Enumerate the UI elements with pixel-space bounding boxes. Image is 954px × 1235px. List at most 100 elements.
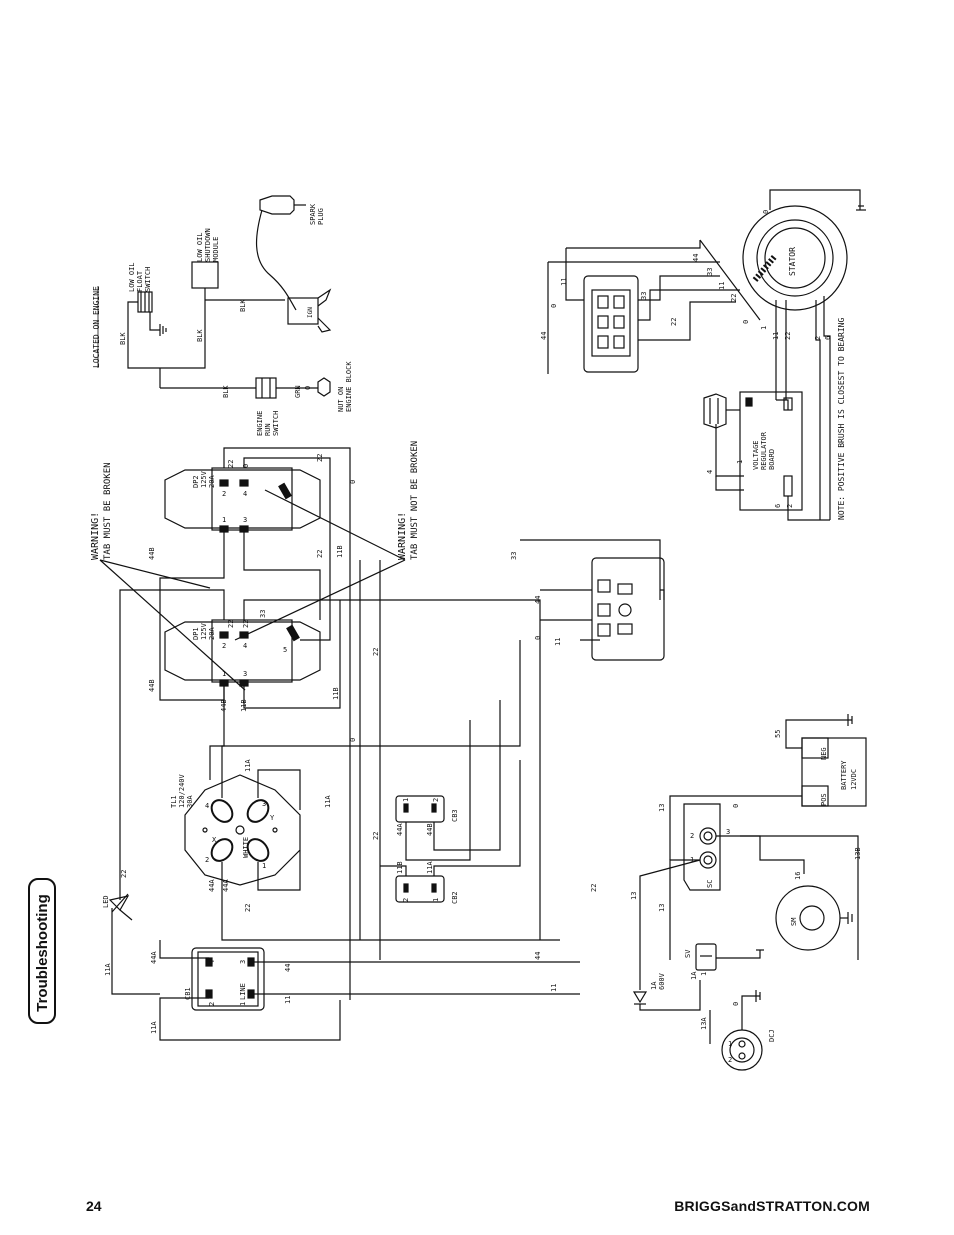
- cb1-pin-3: 3: [239, 960, 247, 964]
- vr-label-1: VOLTAGE: [752, 440, 760, 470]
- blk-label-2: BLK: [196, 329, 204, 342]
- wire-label-22d: 22: [227, 620, 235, 628]
- tl1-pin-3: 3: [262, 800, 266, 808]
- cb1-pin-4: 4: [208, 960, 216, 964]
- wire-label-6-vr: 6: [774, 504, 782, 508]
- sm-label: SM: [790, 918, 798, 926]
- diode-label-1: 1A: [650, 981, 658, 990]
- diode-label-2: 600V: [658, 972, 666, 990]
- wire-label-33-st2: 33: [706, 268, 714, 276]
- dp2-label-3: 20A: [208, 475, 216, 488]
- dp1-label-1: DP1: [192, 627, 200, 640]
- dp2-label-2: 125V: [200, 470, 208, 488]
- cb2-pin-2: 2: [402, 898, 410, 902]
- wire-label-11-stator: 11: [772, 332, 780, 340]
- section-tab: Troubleshooting: [28, 878, 56, 1024]
- led-label: LED: [102, 895, 110, 908]
- dp1-pin-2: 2: [222, 642, 226, 650]
- sc-label: SC: [706, 880, 714, 888]
- dcj-pin-2: 2: [728, 1056, 732, 1064]
- dp2-pin-5: 5: [283, 488, 287, 496]
- wire-label-0-st2: 0: [742, 320, 750, 324]
- dp1-pin-1: 1: [222, 670, 226, 678]
- cb3-label: CB3: [451, 809, 459, 822]
- wire-label-22c: 22: [316, 550, 324, 558]
- dp2-label-1: DP2: [192, 475, 200, 488]
- nut-label-2: ENGINE BLOCK: [345, 361, 353, 412]
- tl1-label-3: 30A: [186, 795, 194, 808]
- tl1-label-2: 120/240V: [178, 773, 186, 808]
- receptacle-wiring: 22 0 22 0 22 11B 44B 22 22 33 44B 44B 11…: [119, 447, 541, 1000]
- dp2-pin-4: 4: [243, 490, 247, 498]
- wire-label-33-st: 33: [640, 292, 648, 300]
- wire-label-22-led: 22: [120, 870, 128, 878]
- ignition-coil: [287, 297, 319, 325]
- receptacle-dp2: DP2 125V 20A 2 4 1 3 5: [164, 467, 321, 533]
- blk-label-1: BLK: [119, 332, 127, 345]
- wire-label-4-vr: 4: [706, 470, 714, 474]
- engine-run-switch-label-2: RUN: [264, 423, 272, 436]
- battery: NEG POS BATTERY 12VDC 55 0 13: [658, 714, 867, 860]
- cb2-pin-1: 1: [432, 898, 440, 902]
- wire-label-0a: 0: [242, 464, 250, 468]
- wire-label-44a-tl2: 44A: [222, 879, 230, 892]
- wire-label-16: 16: [794, 872, 802, 880]
- spark-plug-label-1: SPARK: [309, 203, 317, 225]
- website-link[interactable]: BRIGGSandSTRATTON.COM: [674, 1198, 870, 1214]
- note-label: NOTE: POSITIVE BRUSH IS CLOSEST TO BEARI…: [837, 318, 846, 520]
- wire-label-44-st: 44: [540, 332, 548, 340]
- blk-label-3: BLK: [239, 299, 247, 312]
- wire-label-44-st2: 44: [692, 254, 700, 262]
- vr-label-3: BOARD: [768, 449, 776, 470]
- cb1-pin-1: 1: [239, 1002, 247, 1006]
- wire-label-1a: 1A: [690, 971, 698, 980]
- dp2-pin-1: 1: [222, 516, 226, 524]
- shutdown-label-3: MODULE: [212, 237, 220, 262]
- wire-label-11-st2: 11: [718, 282, 726, 290]
- wire-label-44-cm: 44: [534, 596, 542, 604]
- tl1-white-label: WHITE: [242, 837, 250, 858]
- cb1-label: CB1: [184, 987, 192, 1000]
- stator-connector: 44 11 0 33 22 44 33 11 22 0 1: [540, 239, 768, 374]
- spark-plug-label-2: PLUG: [317, 208, 325, 225]
- dp1-label-2: 125V: [200, 622, 208, 640]
- battery-label-2: 12VDC: [850, 769, 858, 790]
- warning-1-body: TAB MUST BE BROKEN: [103, 462, 113, 560]
- wire-label-11a-cb1b: 11A: [150, 1021, 158, 1034]
- engine-area: LOCATED ON ENGINE LOW OIL FLOAT SWITCH B…: [92, 195, 353, 436]
- shutdown-label-2: SHUTDOWN: [204, 228, 212, 262]
- wire-label-22-st2: 22: [730, 294, 738, 302]
- battery-neg: NEG: [820, 747, 828, 760]
- tl1-pin-4: 4: [205, 802, 209, 810]
- warning-2-body: TAB MUST NOT BE BROKEN: [410, 441, 420, 560]
- wire-label-2-stator: 2: [814, 336, 822, 340]
- wire-label-11a-cb2: 11A: [426, 861, 434, 874]
- sc-pin-3: 3: [726, 828, 730, 836]
- wire-label-44b-cb3: 44B: [426, 823, 434, 836]
- wire-label-11a-tl: 11A: [244, 759, 252, 772]
- wire-label-22-st: 22: [670, 318, 678, 326]
- engine-run-switch: [255, 377, 277, 399]
- receptacle-tl1: TL1 120/240V 30A WHITE X Y 4 2 3 1 11A 1…: [170, 640, 560, 941]
- wire-label-13b: 13B: [854, 847, 862, 860]
- breaker-cb1: CB1 LINE 4 3 2 1 44A 11A 11A 44 11 44 11…: [104, 884, 598, 1041]
- engine-run-switch-label-1: ENGINE: [256, 411, 264, 436]
- wire-label-33-cm: 33: [510, 552, 518, 560]
- wire-label-0-dcj: 0: [732, 1002, 740, 1006]
- wire-label-11-r: 11: [550, 984, 558, 992]
- wire-label-13-sc: 13: [630, 892, 638, 900]
- line-label: LINE: [239, 983, 247, 1000]
- wire-label-44-r: 44: [534, 952, 542, 960]
- wire-label-1-dcj: 1: [700, 972, 708, 976]
- wire-label-22-stator: 22: [784, 332, 792, 340]
- wire-label-1-vr: 1: [736, 460, 744, 464]
- wire-label-0b: 0: [349, 480, 357, 484]
- voltage-regulator: VOLTAGE REGULATOR BOARD 4 1 6 2: [703, 391, 830, 521]
- wire-label-44a-tl: 44A: [208, 879, 216, 892]
- dp1-pin-3: 3: [243, 670, 247, 678]
- diode-dcj: 1A 600V 1A 1 2 1 DCJ 13A 0: [632, 971, 776, 1071]
- warning-2-title: WARNING!: [397, 512, 408, 560]
- breakers-cb2-cb3: CB3 1 2 CB2 2 1 44A 44B 11B 11A: [380, 700, 521, 904]
- wire-label-0-stator: 0: [762, 210, 770, 214]
